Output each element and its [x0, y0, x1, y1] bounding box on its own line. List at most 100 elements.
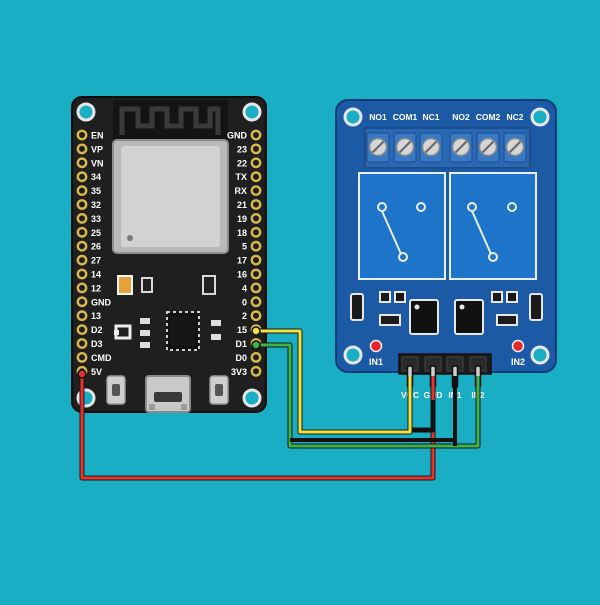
- esp32-pin-label: 18: [237, 228, 247, 238]
- esp32-pin-25: [76, 226, 88, 238]
- esp32-pin-d0: [250, 351, 262, 363]
- esp32-pin-vn: [76, 157, 88, 169]
- relay-mounting-holes: [343, 107, 550, 365]
- wire-yellow-15-to-in1: [256, 329, 412, 434]
- relay-1: [358, 172, 446, 280]
- usb-tab-left: [149, 404, 155, 410]
- esp32-pin-label: 33: [91, 214, 101, 224]
- relay1-contact-no: [398, 252, 408, 262]
- smd-part-4: [211, 320, 221, 326]
- esp32-pin-21: [250, 199, 262, 210]
- terminal-label: COM2: [476, 112, 501, 122]
- esp32-pin-label: 21: [237, 200, 247, 210]
- smd-part-5: [211, 334, 221, 340]
- diode-2: [529, 293, 543, 321]
- esp32-pin-14: [76, 268, 88, 280]
- esp32-pin-label: 35: [91, 186, 101, 196]
- esp32-pin-label: 17: [237, 256, 247, 266]
- esp32-pin-13: [76, 310, 88, 322]
- esp32-pin-label: 22: [237, 158, 247, 168]
- wire-green-d1-to-in2: [256, 343, 480, 448]
- boot-button-cap[interactable]: [112, 384, 120, 396]
- terminal-label: NO2: [452, 112, 470, 122]
- esp32-pin-cmd: [76, 351, 88, 363]
- optocoupler-1-dot: [414, 304, 420, 310]
- esp32-pin-26: [76, 240, 88, 252]
- capacitor: [117, 275, 133, 295]
- esp32-pin-label: 14: [91, 270, 101, 280]
- smd-6: [496, 314, 518, 326]
- esp32-pin-label: VN: [91, 158, 104, 168]
- resistor-a: [141, 277, 153, 293]
- esp32-pin-d2: [76, 324, 88, 335]
- screw-slot: [424, 140, 438, 154]
- esp32-pin-23: [250, 143, 262, 155]
- esp32-pin-label: EN: [91, 131, 104, 141]
- relay-driver-components: [350, 291, 543, 335]
- esp32-pin-label: RX: [234, 186, 247, 196]
- screw-slot: [398, 140, 412, 154]
- usb-socket-opening: [154, 392, 182, 402]
- in2-led: [511, 339, 525, 353]
- in2-led-label: IN2: [511, 357, 525, 367]
- terminal-label: COM1: [393, 112, 418, 122]
- relay-input-header: [398, 353, 492, 375]
- optocoupler-2-dot: [459, 304, 465, 310]
- relay-2: [449, 172, 537, 280]
- esp32-pin-gnd: [76, 296, 88, 308]
- esp32-pin-label: 15: [237, 325, 247, 335]
- esp32-pin-5: [250, 240, 262, 252]
- relay2-switch-arm: [471, 210, 492, 255]
- wifi-module-lid: [121, 146, 220, 247]
- pcb-antenna: [119, 106, 221, 135]
- relay1-switch-arm: [381, 210, 402, 255]
- wire-red-end: [77, 369, 87, 379]
- esp32-pin-35: [76, 185, 88, 197]
- esp32-pin-label: D0: [235, 353, 247, 363]
- esp32-pin-label: CMD: [91, 353, 112, 363]
- esp32-pin-32: [76, 199, 88, 210]
- smd-2: [394, 291, 406, 303]
- esp32-pin-0: [250, 296, 262, 308]
- esp32-pin-en: [76, 129, 88, 141]
- esp32-pin-2: [250, 310, 262, 322]
- wires: [77, 326, 481, 481]
- esp32-pin-label: D2: [91, 325, 103, 335]
- esp32-pin-label: 4: [242, 283, 247, 293]
- esp32-pin-label: 34: [91, 172, 101, 182]
- esp32-pin-label: 32: [91, 200, 101, 210]
- smd-part-1: [140, 318, 150, 324]
- relay1-contact-nc: [416, 202, 426, 212]
- esp32-pin-label: 25: [91, 228, 101, 238]
- esp32-pin-34: [76, 171, 88, 183]
- esp32-pin-12: [76, 282, 88, 294]
- terminal-label: NC1: [422, 112, 439, 122]
- esp32-pin-label: TX: [235, 172, 247, 182]
- esp32-pin-17: [250, 254, 262, 266]
- resistor-b: [202, 275, 216, 295]
- reset-button-cap[interactable]: [215, 384, 223, 396]
- esp32-pin-4: [250, 282, 262, 294]
- esp32-pin-vp: [76, 143, 88, 155]
- esp32-pin-label: GND: [91, 297, 112, 307]
- terminal-label: NC2: [506, 112, 523, 122]
- esp32-pin-label: VP: [91, 144, 103, 154]
- smd-5: [506, 291, 518, 303]
- relay2-contact-no: [488, 252, 498, 262]
- terminal-screws: [366, 132, 527, 163]
- esp32-pin-27: [76, 254, 88, 266]
- esp32-pin-label: 16: [237, 270, 247, 280]
- esp32-pin-label: 13: [91, 311, 101, 321]
- esp32-pin-label: D3: [91, 339, 103, 349]
- esp32-pin-label: GND: [227, 131, 248, 141]
- smd-3: [379, 314, 401, 326]
- relay2-contact-nc: [507, 202, 517, 212]
- optocoupler-1: [409, 299, 439, 335]
- esp32-pin-16: [250, 268, 262, 280]
- smd-part-3: [140, 342, 150, 348]
